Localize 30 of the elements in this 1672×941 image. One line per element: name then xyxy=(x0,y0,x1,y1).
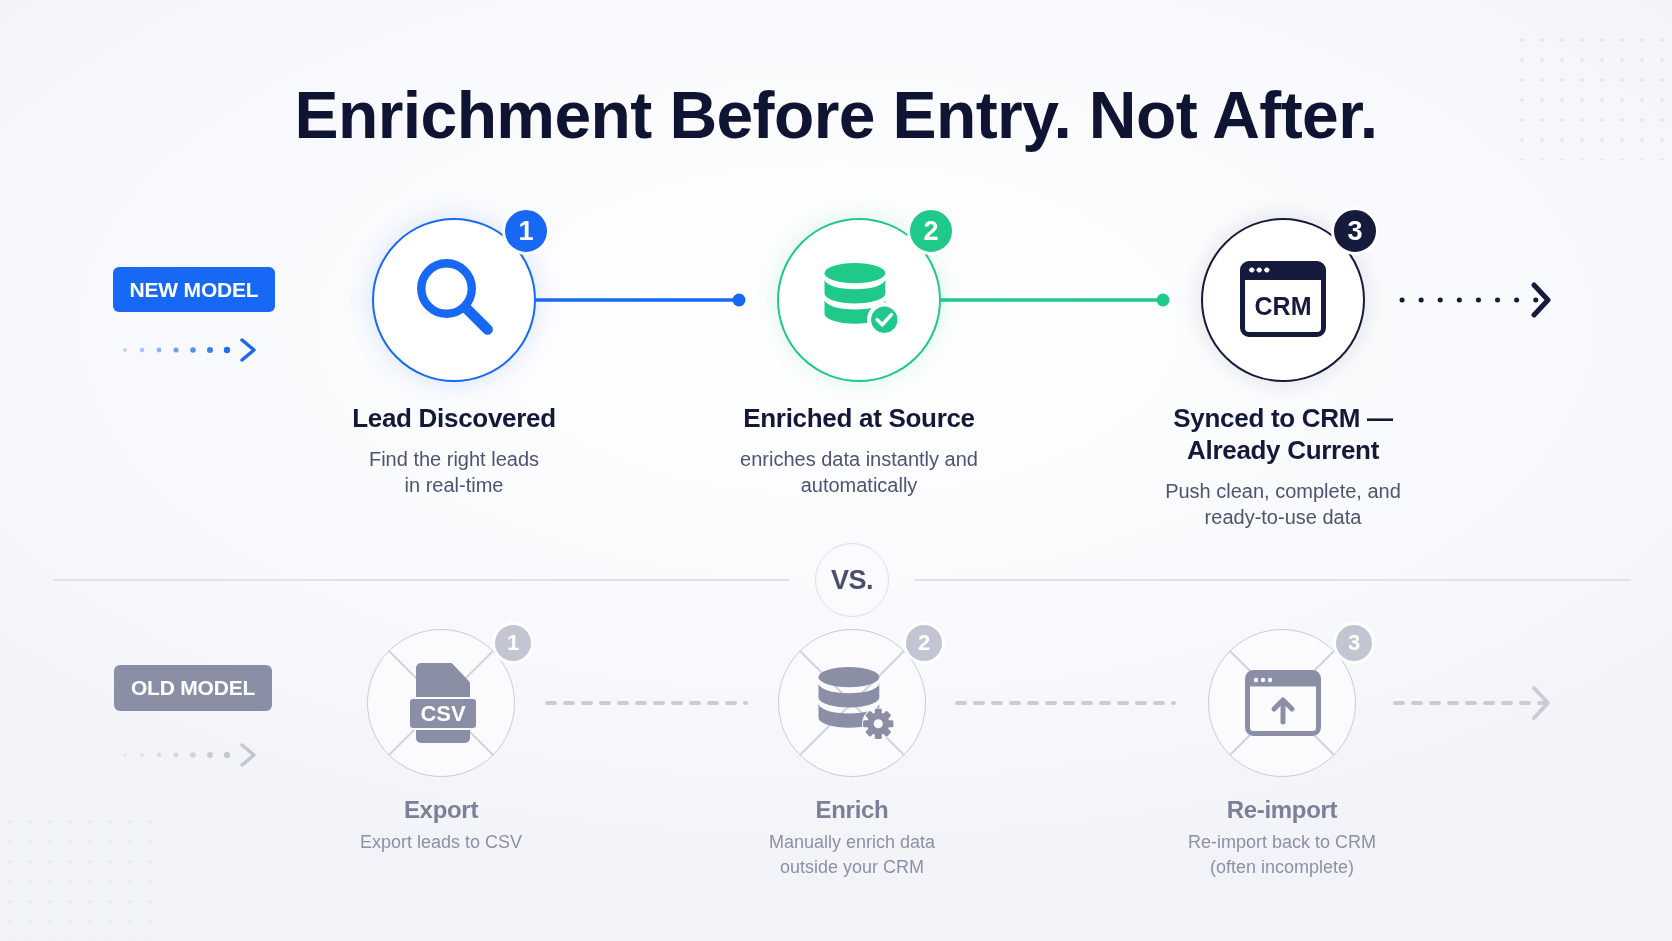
arrow xyxy=(1393,686,1550,720)
step-number-badge: 2 xyxy=(907,207,955,255)
connector-line xyxy=(941,293,1170,307)
step-number-badge: 2 xyxy=(903,622,945,664)
step-description: Export leads to CSV xyxy=(359,831,523,854)
file-type-tag: CSV xyxy=(408,697,478,730)
arrow xyxy=(1399,282,1551,318)
step-description: enriches data instantly and automatically xyxy=(739,447,979,498)
step-title: Enrich xyxy=(815,795,889,825)
step-number-badge: 1 xyxy=(502,207,550,255)
step-title: Lead Discovered xyxy=(352,402,556,434)
diagram-title: Enrichment Before Entry. Not After. xyxy=(294,77,1378,154)
connector-line xyxy=(536,293,746,307)
model-tag: NEW MODEL xyxy=(113,267,275,312)
step-description: Find the right leads in real-time xyxy=(367,447,541,498)
step-title: Re-import xyxy=(1226,795,1338,825)
step-title: Synced to CRM — Already Current xyxy=(1172,402,1394,466)
step-title: Enriched at Source xyxy=(743,402,975,434)
connector-line xyxy=(955,701,1176,705)
step-number-badge: 3 xyxy=(1333,622,1375,664)
step-title: Export xyxy=(403,795,479,825)
window-label: CRM xyxy=(1254,293,1312,319)
model-tag: OLD MODEL xyxy=(114,665,272,711)
versus-marker: VS. xyxy=(815,543,889,617)
step-description: Manually enrich data outside your CRM xyxy=(767,831,937,879)
connector-line xyxy=(545,701,748,705)
step-description: Re-import back to CRM (often incomplete) xyxy=(1186,831,1377,879)
step-description: Push clean, complete, and ready-to-use data xyxy=(1164,479,1402,530)
step-number-badge: 3 xyxy=(1331,207,1379,255)
step-number-badge: 1 xyxy=(492,622,534,664)
